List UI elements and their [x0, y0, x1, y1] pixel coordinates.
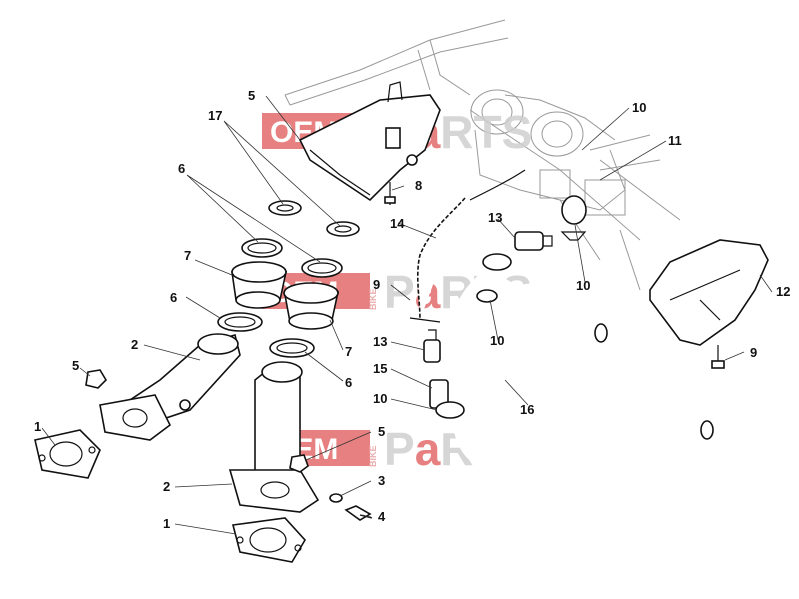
callout-12: 12 — [776, 284, 790, 299]
part-5-nut-right — [289, 454, 309, 473]
callout-15: 15 — [373, 361, 387, 376]
part-6-clamp-right-bottom — [269, 338, 315, 358]
part-7-sleeve-right — [283, 282, 340, 330]
part-9-screw-right — [711, 345, 725, 369]
callout-8: 5 — [248, 88, 255, 103]
callout-6-right: 6 — [345, 375, 352, 390]
part-6-clamp-left-top — [241, 238, 283, 258]
part-6-clamp-left-bottom — [217, 312, 263, 332]
callout-7-left: 7 — [184, 248, 191, 263]
callout-1-bottom: 1 — [163, 516, 170, 531]
part-10-clamp-lower — [435, 401, 465, 419]
part-2-manifold-left — [99, 333, 241, 441]
carburetor-assembly — [470, 89, 661, 216]
part-5-nut-left — [85, 369, 108, 389]
part-3-washer — [329, 493, 343, 503]
part-1-gasket-left — [34, 429, 101, 479]
callout-labels: 5 17 6 7 6 2 5 1 2 1 5 3 4 7 6 8 14 9 13… — [34, 88, 790, 531]
callout-10-lower: 10 — [373, 391, 387, 406]
callout-7-right: 7 — [345, 344, 352, 359]
part-7-sleeve-left — [231, 261, 287, 309]
callout-4: 4 — [378, 509, 386, 524]
callout-5-right: 5 — [378, 424, 385, 439]
part-16-hose-lower — [452, 417, 714, 474]
callout-9-right: 9 — [750, 345, 757, 360]
callout-6-left: 6 — [170, 290, 177, 305]
callout-3: 3 — [378, 473, 385, 488]
watermark-bike-text: BIKE — [368, 288, 378, 310]
callout-10-center: 10 — [490, 333, 504, 348]
part-6-clamp-right-top — [301, 258, 343, 278]
callout-11-upper: 10 — [632, 100, 646, 115]
part-8-cover — [298, 81, 441, 202]
callout-10-right: 10 — [576, 278, 590, 293]
callout-1-left: 1 — [34, 419, 41, 434]
callout-11-lower: 11 — [668, 133, 682, 148]
part-9-screw-upper — [384, 182, 396, 205]
callout-6-top: 6 — [178, 161, 185, 176]
part-2-manifold-right — [228, 361, 320, 513]
part-12-side-panel — [649, 239, 769, 346]
callout-2-left: 2 — [131, 337, 138, 352]
part-10-clamp-upper — [476, 195, 587, 303]
part-17-rings — [268, 200, 360, 237]
callout-2-bottom: 2 — [163, 479, 170, 494]
callout-13-upper: 13 — [488, 210, 502, 225]
part-4-bolt — [344, 505, 373, 521]
callout-14: 14 — [390, 216, 405, 231]
callout-17: 17 — [208, 108, 222, 123]
leader-lines — [41, 95, 773, 535]
callout-13-lower: 13 — [373, 334, 387, 349]
part-13-fitting-lower — [423, 329, 441, 363]
part-14-spring — [409, 169, 526, 323]
part-13-fitting-upper — [514, 231, 553, 251]
callout-9-top: 8 — [415, 178, 422, 193]
part-1-gasket-right — [231, 517, 306, 563]
callout-10-mid: 9 — [373, 277, 380, 292]
callout-5-left: 5 — [72, 358, 79, 373]
watermark-bike-text: BIKE — [368, 445, 378, 467]
callout-16: 16 — [520, 402, 534, 417]
